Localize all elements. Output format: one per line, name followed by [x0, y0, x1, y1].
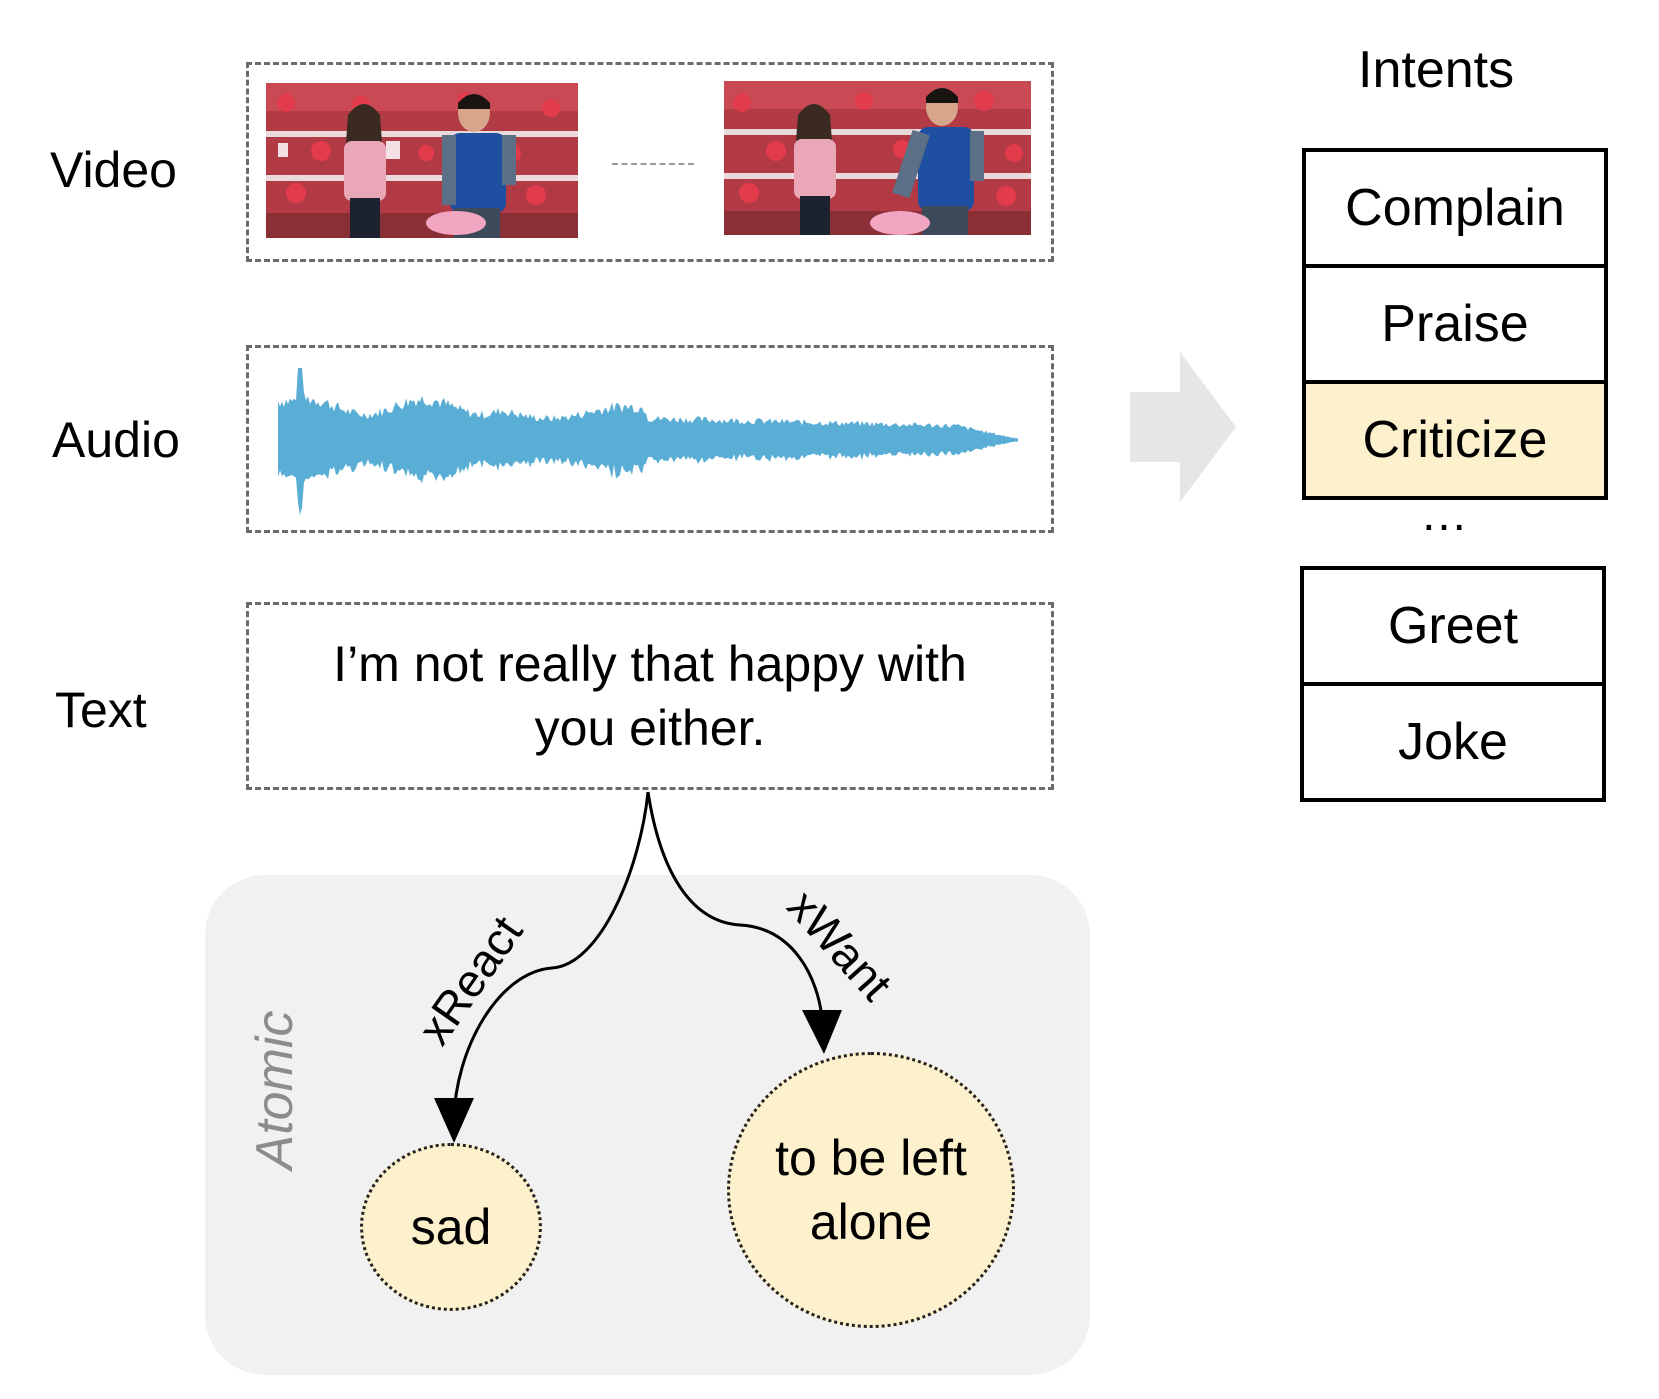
utterance-text: I’m not really that happy with you eithe…	[333, 636, 967, 756]
arrowhead-xwant	[802, 1010, 842, 1054]
text-label: Text	[55, 682, 147, 738]
intent-greet: Greet	[1300, 566, 1606, 686]
intent-criticize: Criticize	[1302, 380, 1608, 500]
right-arrow-icon	[1130, 352, 1236, 502]
frame-sequence-ellipsis	[612, 163, 694, 165]
audio-waveform	[278, 368, 1018, 516]
video-frame-image	[266, 83, 578, 238]
utterance-box: I’m not really that happy with you eithe…	[246, 602, 1054, 790]
edge-xwant	[646, 791, 824, 1019]
intent-joke: Joke	[1300, 682, 1606, 802]
video-frame-last	[724, 81, 1031, 235]
intents-title: Intents	[1358, 41, 1515, 99]
node-sad: sad	[360, 1143, 542, 1311]
intent-praise: Praise	[1302, 264, 1608, 384]
arrowhead-xreact	[434, 1098, 474, 1143]
node-to-be-left-alone: to be left alone	[727, 1052, 1015, 1328]
node-alone-text: to be left alone	[775, 1130, 967, 1250]
intent-complain: Complain	[1302, 148, 1608, 268]
node-sad-text: sad	[410, 1199, 492, 1255]
edge-xreact	[452, 791, 650, 1121]
waveform-shape	[278, 368, 1018, 516]
video-frame-first	[266, 83, 578, 238]
audio-label: Audio	[52, 412, 180, 468]
video-frame-image	[724, 81, 1031, 235]
video-label: Video	[50, 142, 177, 198]
